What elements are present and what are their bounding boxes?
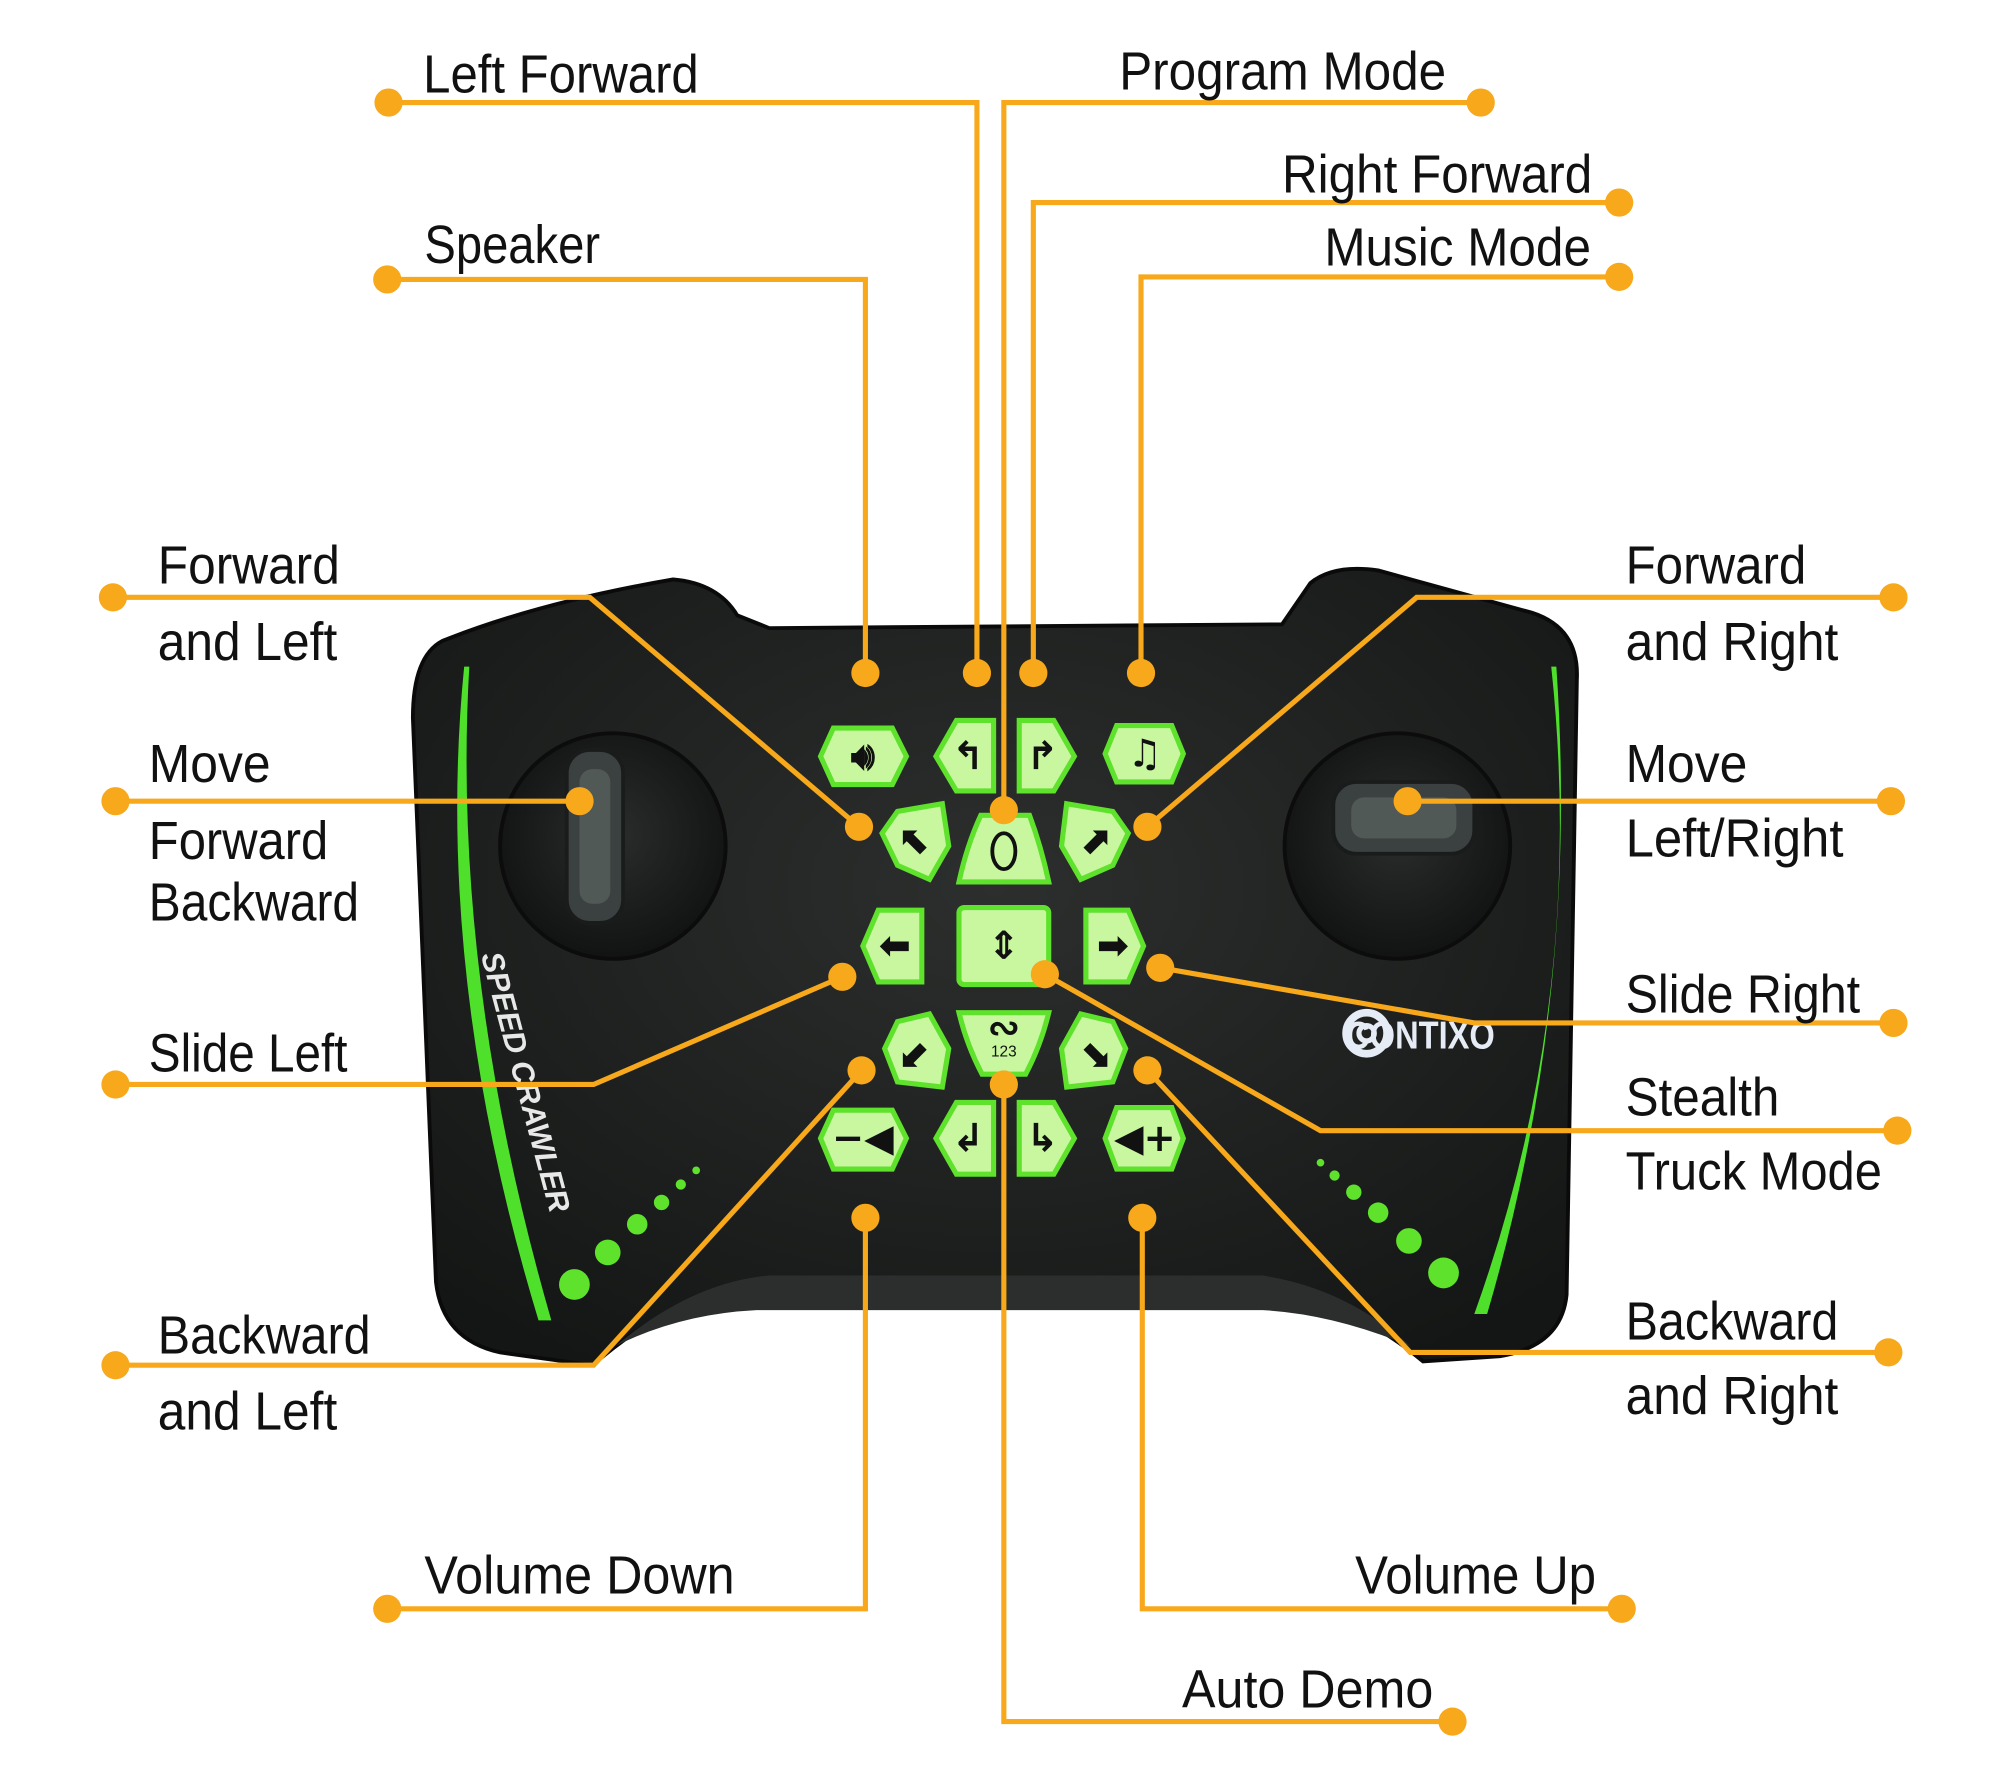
callout-forward-and-left: Forward and Left (98, 535, 874, 841)
callout-slide-right: Slide Right (1146, 953, 1908, 1038)
slide-left-button[interactable]: ⬅ (860, 907, 925, 985)
label-backward-and-left-line1: Backward (158, 1306, 371, 1366)
music-mode-button[interactable]: ♫ (1102, 722, 1187, 785)
speaker-icon: 🔊︎ (851, 734, 875, 779)
slide-right-button[interactable]: ➡ (1083, 907, 1147, 985)
volume-up-button[interactable]: ◀+ (1102, 1105, 1187, 1172)
backward-right-turn-button[interactable]: ↳ (1016, 1099, 1078, 1177)
curved-arrow-up-right-icon: ↱ (1026, 734, 1058, 779)
callout-stealth-truck-mode: Stealth Truck Mode (1030, 960, 1912, 1202)
label-slide-right: Slide Right (1626, 965, 1861, 1025)
label-backward-and-left-line2: and Left (158, 1381, 337, 1441)
callout-volume-down: Volume Down (373, 1203, 880, 1623)
label-move-lr-line1: Move (1626, 734, 1748, 794)
label-music-mode: Music Mode (1324, 217, 1591, 277)
callout-left-forward: Left Forward (374, 44, 992, 688)
callout-right-forward: Right Forward (1019, 144, 1634, 688)
volume-up-icon: ◀+ (1114, 1116, 1176, 1161)
right-joystick[interactable] (1282, 731, 1513, 961)
label-program-mode: Program Mode (1119, 42, 1446, 102)
label-move-fb-line2: Forward (149, 811, 328, 871)
label-forward-and-right-line1: Forward (1626, 535, 1807, 595)
arrow-left-icon: ⬅ (879, 924, 911, 969)
backward-left-turn-button[interactable]: ↲ (932, 1099, 997, 1177)
backward-and-right-button[interactable]: ⬊ (1058, 1011, 1129, 1090)
bottom-bevel (615, 1275, 1411, 1346)
callout-move-forward-backward: Move Forward Backward (101, 734, 594, 932)
label-forward-and-right-line2: and Right (1626, 612, 1839, 672)
demo-number: 123 (991, 1043, 1017, 1060)
callout-program-mode: Program Mode (989, 42, 1495, 825)
callout-auto-demo: Auto Demo (989, 1070, 1467, 1736)
arrow-down-right-icon: ⬊ (1079, 1031, 1111, 1076)
music-note-icon: ♫ (1128, 731, 1162, 776)
brand-logo: CONTIXO (1342, 1008, 1495, 1058)
green-dots-left (559, 1166, 701, 1300)
mouse-icon (990, 831, 1018, 872)
callout-volume-up: Volume Up (1128, 1203, 1636, 1623)
label-backward-and-right-line2: and Right (1626, 1366, 1839, 1426)
left-joystick[interactable] (498, 731, 728, 961)
forward-and-left-button[interactable]: ⬉ (879, 800, 952, 883)
green-stripe-right (1474, 666, 1561, 1314)
label-stealth-line2: Truck Mode (1626, 1142, 1882, 1202)
speaker-button[interactable]: 🔊︎ (817, 725, 910, 788)
callout-slide-left: Slide Left (101, 962, 857, 1099)
truck-height-icon: ⇕ (988, 924, 1020, 969)
label-move-fb-line1: Move (149, 734, 271, 794)
label-forward-and-left-line2: and Left (158, 612, 337, 672)
arrow-up-right-icon: ⬈ (1079, 818, 1111, 863)
remote-controller: SPEED CRAWLER CONTIXO 🔊︎ ↰ ↱ ♫ ⬉ ⬈ ⬅ ⇕ ➡… (410, 566, 1579, 1368)
label-backward-and-right-line1: Backward (1626, 1292, 1839, 1352)
curved-arrow-down-right-icon: ↳ (1026, 1116, 1058, 1161)
volume-down-button[interactable]: −◀ (817, 1107, 910, 1172)
label-volume-up: Volume Up (1355, 1545, 1596, 1605)
auto-demo-button[interactable]: ∾123 (955, 1006, 1052, 1077)
callout-forward-and-right: Forward and Right (1133, 535, 1908, 841)
right-forward-button[interactable]: ↱ (1016, 717, 1078, 794)
callout-backward-and-left: Backward and Left (101, 1056, 876, 1441)
curved-arrow-down-left-icon: ↲ (952, 1116, 984, 1161)
label-left-forward: Left Forward (423, 44, 699, 104)
backward-and-left-button[interactable]: ⬋ (881, 1011, 952, 1090)
callout-backward-and-right: Backward and Right (1133, 1056, 1903, 1426)
label-volume-down: Volume Down (424, 1545, 734, 1605)
curved-arrow-up-left-icon: ↰ (952, 734, 984, 779)
arrow-right-icon: ➡ (1097, 924, 1129, 969)
label-stealth-line1: Stealth (1626, 1067, 1780, 1127)
callout-move-left-right: Move Left/Right (1393, 734, 1906, 868)
label-move-fb-line3: Backward (149, 872, 359, 932)
green-stripe-left (457, 666, 552, 1321)
loop-path-icon: ∾ (988, 1006, 1020, 1051)
label-move-lr-line2: Left/Right (1626, 808, 1844, 868)
label-right-forward: Right Forward (1282, 144, 1592, 204)
program-mode-button[interactable] (955, 812, 1052, 885)
label-auto-demo: Auto Demo (1182, 1659, 1433, 1719)
green-dots-right (1316, 1158, 1459, 1289)
forward-and-right-button[interactable]: ⬈ (1058, 800, 1132, 883)
arrow-down-left-icon: ⬋ (899, 1031, 931, 1076)
label-forward-and-left-line1: Forward (158, 535, 340, 595)
callout-music-mode: Music Mode (1126, 217, 1634, 688)
stealth-truck-mode-button[interactable]: ⇕ (956, 905, 1052, 988)
callout-speaker: Speaker (373, 215, 880, 688)
label-slide-left: Slide Left (149, 1024, 348, 1084)
volume-down-icon: −◀ (832, 1116, 894, 1161)
left-forward-button[interactable]: ↰ (932, 717, 997, 794)
arrow-up-left-icon: ⬉ (899, 818, 931, 863)
label-speaker: Speaker (424, 215, 600, 275)
